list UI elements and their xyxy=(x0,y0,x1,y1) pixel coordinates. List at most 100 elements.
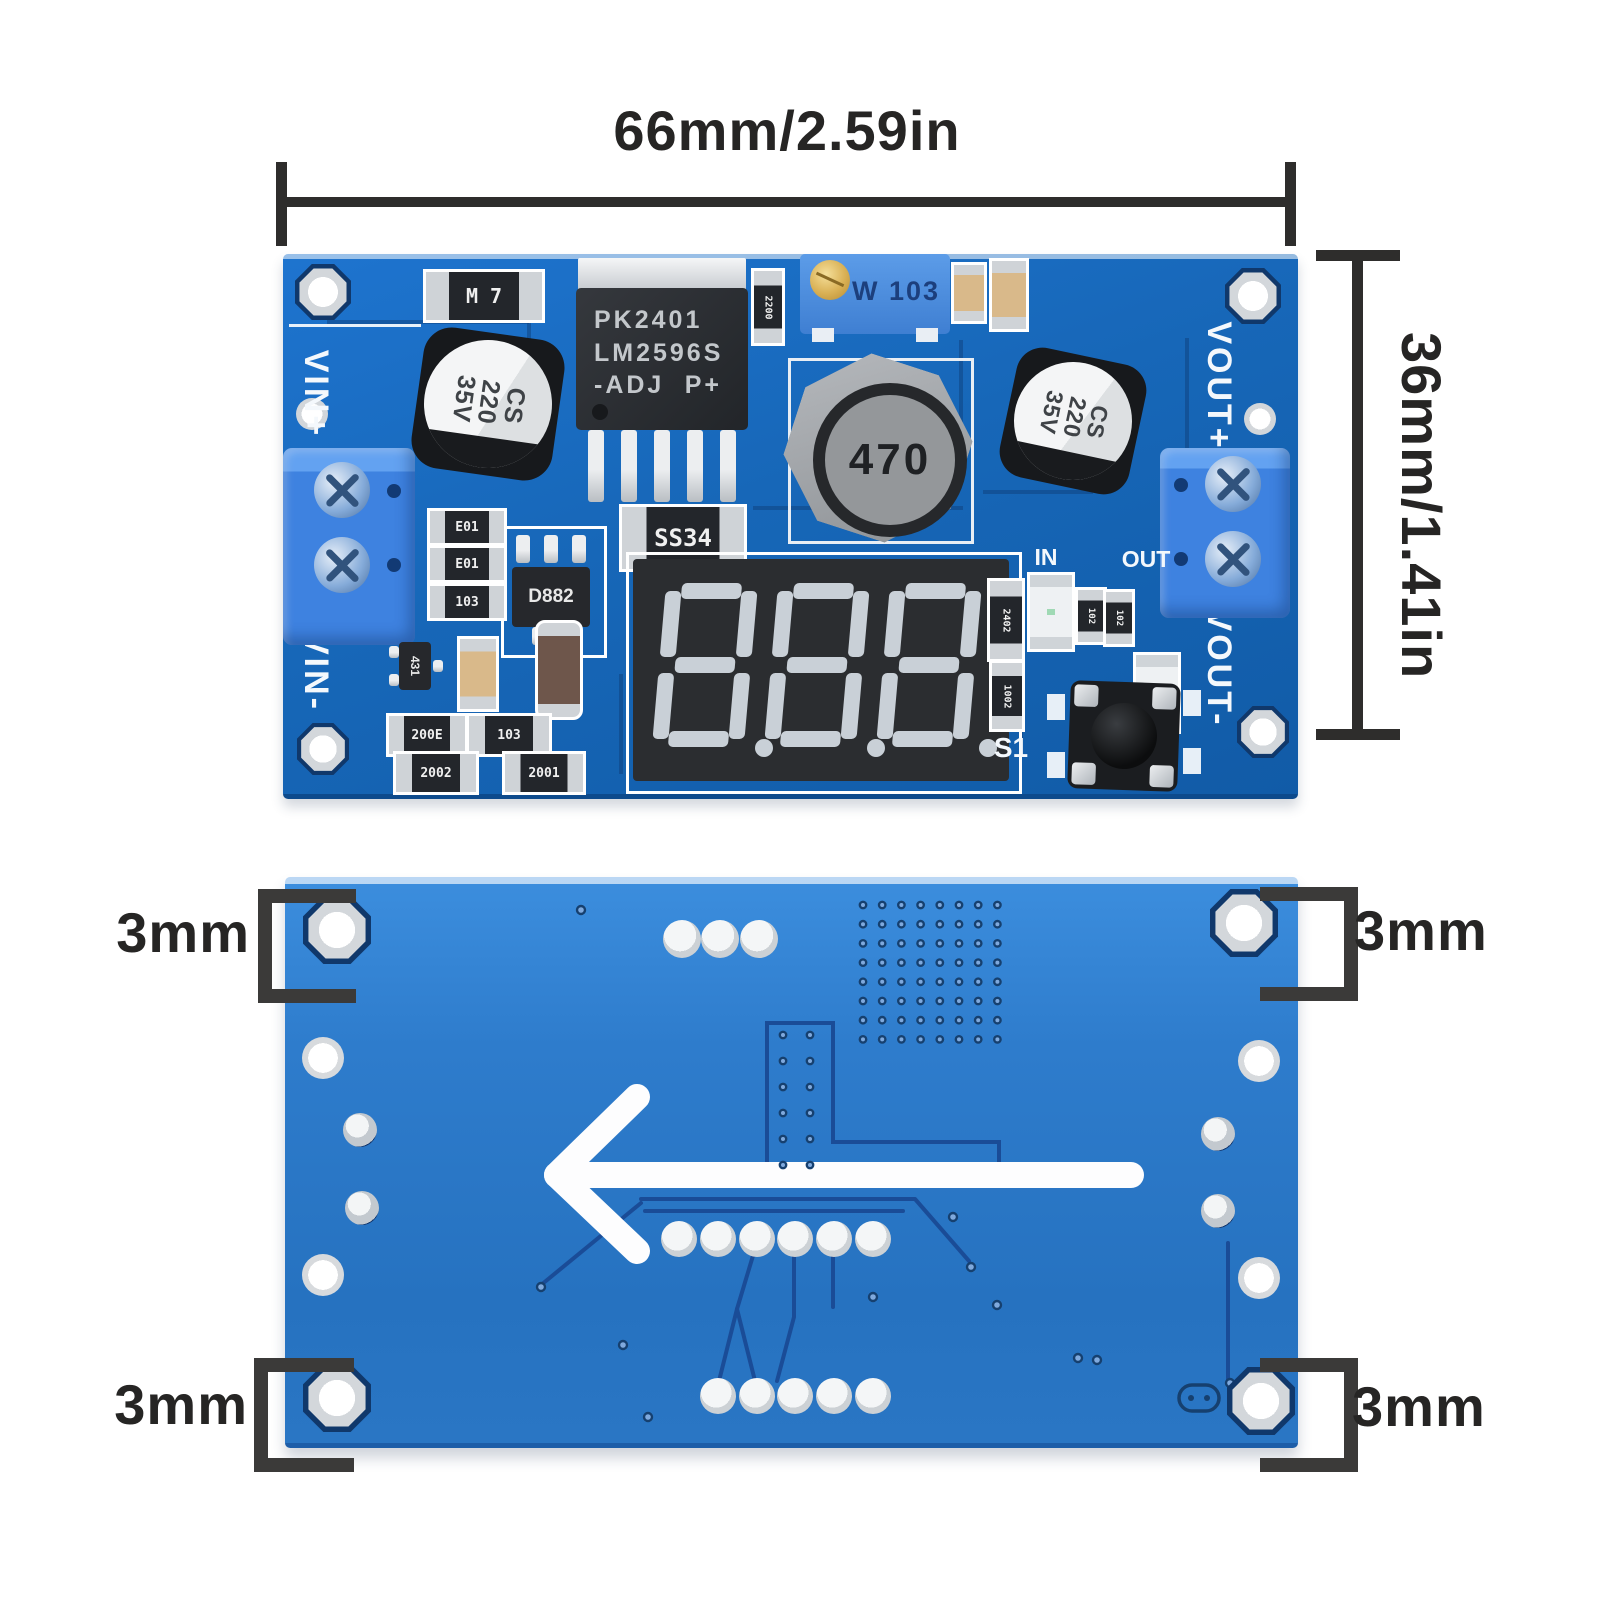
regulator-ic: PK2401 LM2596S -ADJ P+ xyxy=(576,288,748,430)
voltage-display xyxy=(633,559,1009,781)
resistor-label: 2402 xyxy=(1000,607,1012,633)
solder-pad xyxy=(700,1221,736,1257)
trace xyxy=(1185,338,1189,448)
trimmer-value: 103 xyxy=(888,276,940,306)
ic-pin1-dot xyxy=(592,404,608,420)
resistor-label: 102 xyxy=(1085,607,1096,625)
smd-capacitor xyxy=(457,636,499,712)
pcb-front: 8.8.8 VIN+ VIN- VOUT+ VOUT- xyxy=(283,254,1298,799)
ic-leg xyxy=(720,430,736,502)
solder-pad xyxy=(701,920,739,958)
solder-pad xyxy=(816,1378,852,1414)
switch-button-cap xyxy=(1089,701,1159,771)
resistor-2200: 2200 xyxy=(751,268,785,346)
resistor-label: 2001 xyxy=(528,765,560,781)
resistor-1002: 1002 xyxy=(989,660,1025,732)
switch-pad xyxy=(1047,752,1065,778)
led-in xyxy=(1027,572,1075,652)
pcb-back xyxy=(285,877,1298,1448)
trace xyxy=(959,340,963,460)
mounting-hole xyxy=(303,1364,371,1432)
terminal-screw xyxy=(314,462,370,518)
mounting-hole xyxy=(1225,268,1281,324)
arrow-icon xyxy=(544,1084,1144,1264)
input-terminal xyxy=(283,448,415,645)
trimmer-foot xyxy=(916,328,938,342)
ic-leg xyxy=(687,430,703,502)
solder-pad xyxy=(777,1378,813,1414)
resistor-label: 102 xyxy=(1113,609,1124,627)
hole-label-top-right: 3mm xyxy=(1354,899,1488,962)
hole-bracket-top-left xyxy=(258,889,356,1003)
hole-bracket-top-right xyxy=(1260,887,1358,1001)
solder-pad xyxy=(661,1221,697,1257)
solder-pad xyxy=(740,920,778,958)
silk-line xyxy=(289,324,421,327)
width-dimension-line xyxy=(278,197,1296,207)
resistor: 103 xyxy=(427,583,507,621)
via-hole xyxy=(296,398,328,430)
diode-m7-label: M 7 xyxy=(465,284,503,308)
silk-s1: S1 xyxy=(993,732,1029,763)
silk-in: IN xyxy=(1034,544,1058,570)
resistor-label: 103 xyxy=(455,594,479,610)
silk-out: OUT xyxy=(1121,546,1171,572)
resistor-label: 2002 xyxy=(420,765,452,781)
resistor-label: E01 xyxy=(455,519,479,535)
resistor-label: E01 xyxy=(455,556,479,572)
hole-bracket-bottom-left xyxy=(254,1358,354,1472)
resistor: E01 xyxy=(427,508,507,546)
diode-ss34: SS34 xyxy=(619,504,747,572)
terminal-screw xyxy=(1205,531,1261,587)
solder-pad xyxy=(739,1221,775,1257)
diode-ss34-label: SS34 xyxy=(654,524,712,552)
ring-hole xyxy=(1238,1257,1280,1299)
resistor-2200-label: 2200 xyxy=(762,294,774,320)
trimmer-pot: W 103 xyxy=(800,254,950,342)
trace xyxy=(619,674,623,774)
height-dimension-label: 36mm/1.41in xyxy=(1390,332,1453,680)
solder-pad xyxy=(739,1378,775,1414)
ic-line3b: P+ xyxy=(684,371,722,399)
trimmer-screw xyxy=(810,260,850,300)
resistor: 2002 xyxy=(393,751,479,795)
terminal-screw xyxy=(314,537,370,593)
resistor-label: 1002 xyxy=(1001,683,1013,709)
trimmer-logo: W xyxy=(851,276,880,306)
switch-pad xyxy=(1183,748,1201,774)
mounting-hole xyxy=(295,264,351,320)
hole-label-bottom-right: 3mm xyxy=(1352,1375,1486,1438)
ring-hole xyxy=(302,1037,344,1079)
terminal-screw xyxy=(1205,456,1261,512)
tactile-switch xyxy=(1067,680,1181,792)
transistor-d882-label: D882 xyxy=(528,586,574,607)
inductor-core: 470 xyxy=(813,383,967,537)
diode-m7: M 7 xyxy=(423,269,545,323)
hole-label-bottom-left: 3mm xyxy=(114,1373,248,1436)
terminal-pin-pad xyxy=(1201,1194,1235,1228)
ic-line1: PK2401 xyxy=(594,306,703,334)
mounting-hole xyxy=(1237,706,1289,758)
via-hole xyxy=(1244,403,1276,435)
switch-pad xyxy=(1047,694,1065,720)
width-dimension-label: 66mm/2.59in xyxy=(613,99,961,162)
output-terminal xyxy=(1160,448,1290,618)
height-dimension-cap-bottom xyxy=(1316,729,1400,740)
height-dimension-cap-top xyxy=(1316,250,1400,261)
ic-line3a: -ADJ xyxy=(594,371,665,399)
terminal-pin-pad xyxy=(1201,1117,1235,1151)
solder-pad xyxy=(700,1378,736,1414)
display-value: 8.8.8 xyxy=(283,254,284,255)
solder-pad xyxy=(663,920,701,958)
switch-pad xyxy=(1183,690,1201,716)
hole-bracket-bottom-right xyxy=(1260,1358,1358,1472)
resistor: E01 xyxy=(427,545,507,583)
trimmer-foot xyxy=(812,328,834,342)
back-copper-art xyxy=(535,900,1274,1425)
mounting-hole xyxy=(1227,1367,1295,1435)
resistor-2402: 2402 xyxy=(987,578,1025,662)
output-capacitor: CS 220 35V xyxy=(994,342,1152,500)
inductor-label: 470 xyxy=(848,435,932,484)
sot23-431: 431 xyxy=(389,640,443,694)
